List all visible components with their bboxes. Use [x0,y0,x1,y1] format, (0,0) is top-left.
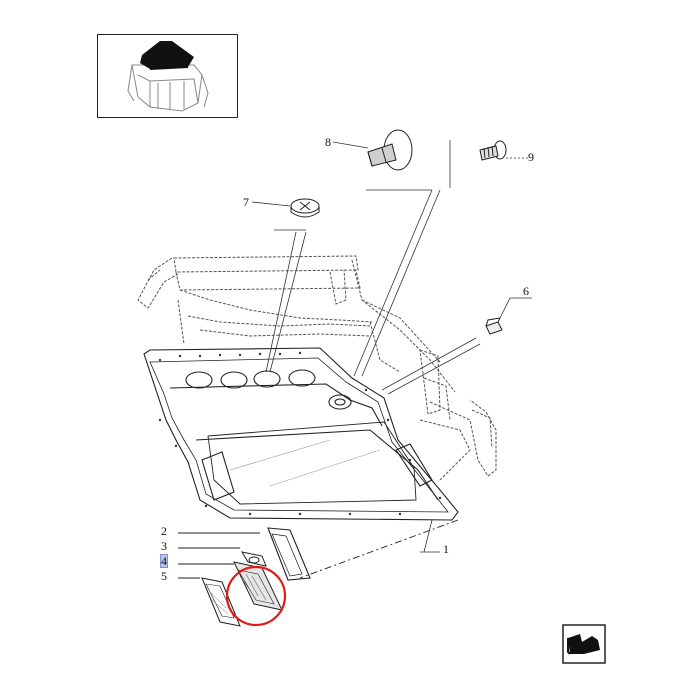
callout-2[interactable]: 2 [161,524,167,538]
callout-7[interactable]: 7 [243,195,249,209]
round-plug-part [290,198,320,218]
callout-8[interactable]: 8 [325,135,331,149]
callout-9[interactable]: 9 [528,150,534,164]
callout-1[interactable]: 1 [443,542,449,556]
small-cap-part [485,317,503,335]
callout-3[interactable]: 3 [161,539,167,553]
callout-4-selected[interactable]: 4 [160,554,168,568]
callout-5[interactable]: 5 [161,569,167,583]
next-page-arrow-icon [562,624,606,664]
push-clip-part [367,129,413,171]
tractor-cab-roof-icon [127,41,209,112]
next-page-button[interactable] [562,624,606,664]
vent-assembly [178,527,311,627]
callout-6[interactable]: 6 [523,284,529,298]
cab-frame-outline [137,255,497,481]
screw-part [479,140,507,161]
selected-part-highlight [225,565,287,627]
roof-panel [143,347,459,521]
locator-thumbnail[interactable] [97,34,238,118]
